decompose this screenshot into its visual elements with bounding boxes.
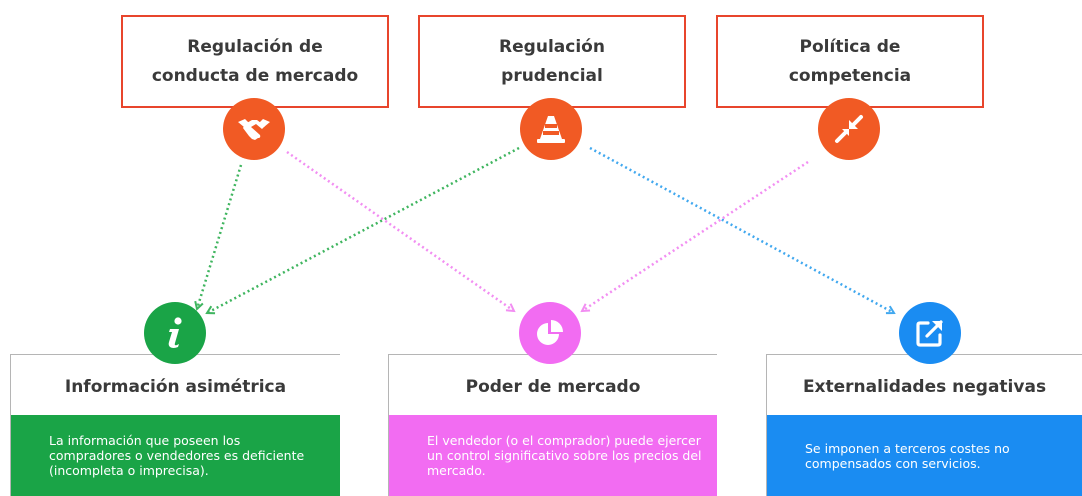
panel-description: Se imponen a terceros costes no compensa… <box>805 440 1010 471</box>
regulation-title: Política de competencia <box>788 36 912 86</box>
panel-description-box: La información que poseen los compradore… <box>11 415 340 496</box>
regulation-box-competencia: Política de competencia <box>716 15 984 108</box>
info-icon <box>144 302 206 364</box>
regulation-title: Regulación de conducta de mercado <box>151 36 359 86</box>
panel-description-box: El vendedor (o el comprador) puede ejerc… <box>389 415 717 496</box>
regulation-box-conducta: Regulación de conducta de mercado <box>121 15 389 108</box>
arrow-competencia-to-poder <box>582 160 809 311</box>
regulation-box-prudencial: Regulación prudencial <box>418 15 686 108</box>
panel-title: Externalidades negativas <box>802 377 1047 397</box>
regulation-title: Regulación prudencial <box>499 36 605 86</box>
arrow-conducta-to-informacion <box>197 164 243 309</box>
panel-title: Información asimétrica <box>64 377 287 397</box>
external-link-icon <box>899 302 961 364</box>
arrow-conducta-to-poder <box>286 150 514 311</box>
panel-description-box: Se imponen a terceros costes no compensa… <box>767 415 1082 496</box>
traffic-cone-icon <box>520 98 582 160</box>
panel-title: Poder de mercado <box>465 377 641 397</box>
panel-poder-de-mercado: Poder de mercado El vendedor (o el compr… <box>388 354 717 496</box>
panel-description: El vendedor (o el comprador) puede ejerc… <box>427 433 702 478</box>
arrow-prudencial-to-externalidades <box>589 146 894 313</box>
handshake-icon <box>223 98 285 160</box>
arrow-prudencial-to-informacion <box>207 146 520 313</box>
panel-informacion-asimetrica: Información asimétrica La información qu… <box>10 354 340 496</box>
panel-externalidades-negativas: Externalidades negativas Se imponen a te… <box>766 354 1082 496</box>
panel-description: La información que poseen los compradore… <box>49 433 305 478</box>
compress-arrows-icon <box>818 98 880 160</box>
pie-chart-icon <box>519 302 581 364</box>
